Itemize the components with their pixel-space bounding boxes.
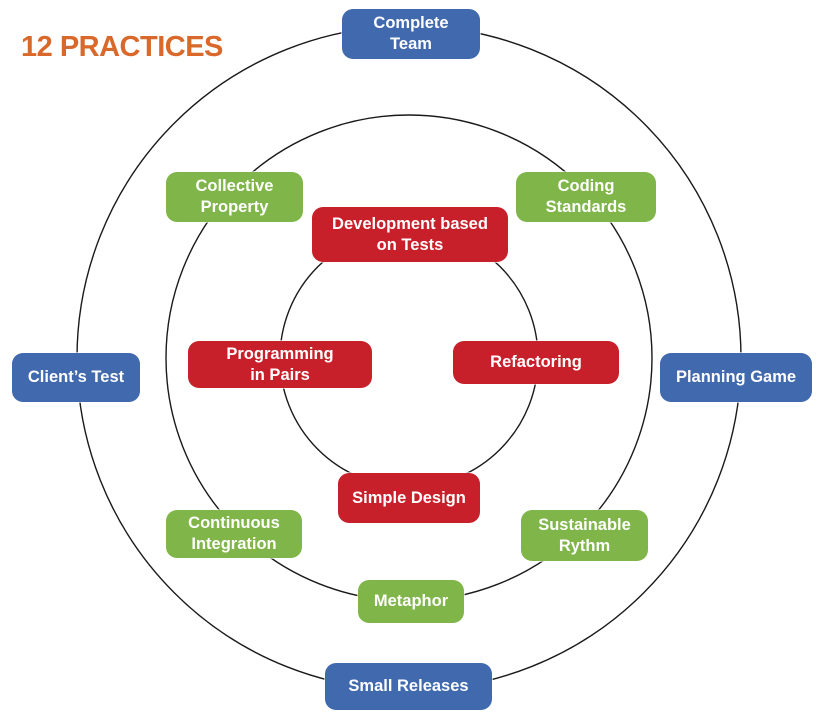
practice-small-releases: Small Releases bbox=[325, 663, 492, 710]
practice-collective-property: Collective Property bbox=[166, 172, 303, 222]
practice-programming-in-pairs: Programming in Pairs bbox=[188, 341, 372, 388]
practice-clients-test: Client’s Test bbox=[12, 353, 140, 402]
practice-planning-game: Planning Game bbox=[660, 353, 812, 402]
practice-metaphor: Metaphor bbox=[358, 580, 464, 623]
practice-simple-design: Simple Design bbox=[338, 473, 480, 523]
practice-coding-standards: Coding Standards bbox=[516, 172, 656, 222]
practice-complete-team: Complete Team bbox=[342, 9, 480, 59]
diagram-title: 12 PRACTICES bbox=[21, 31, 223, 63]
practice-refactoring: Refactoring bbox=[453, 341, 619, 384]
practice-development-based-on-tests: Development based on Tests bbox=[312, 207, 508, 262]
practice-continuous-integration: Continuous Integration bbox=[166, 510, 302, 558]
practice-sustainable-rythm: Sustainable Rythm bbox=[521, 510, 648, 561]
